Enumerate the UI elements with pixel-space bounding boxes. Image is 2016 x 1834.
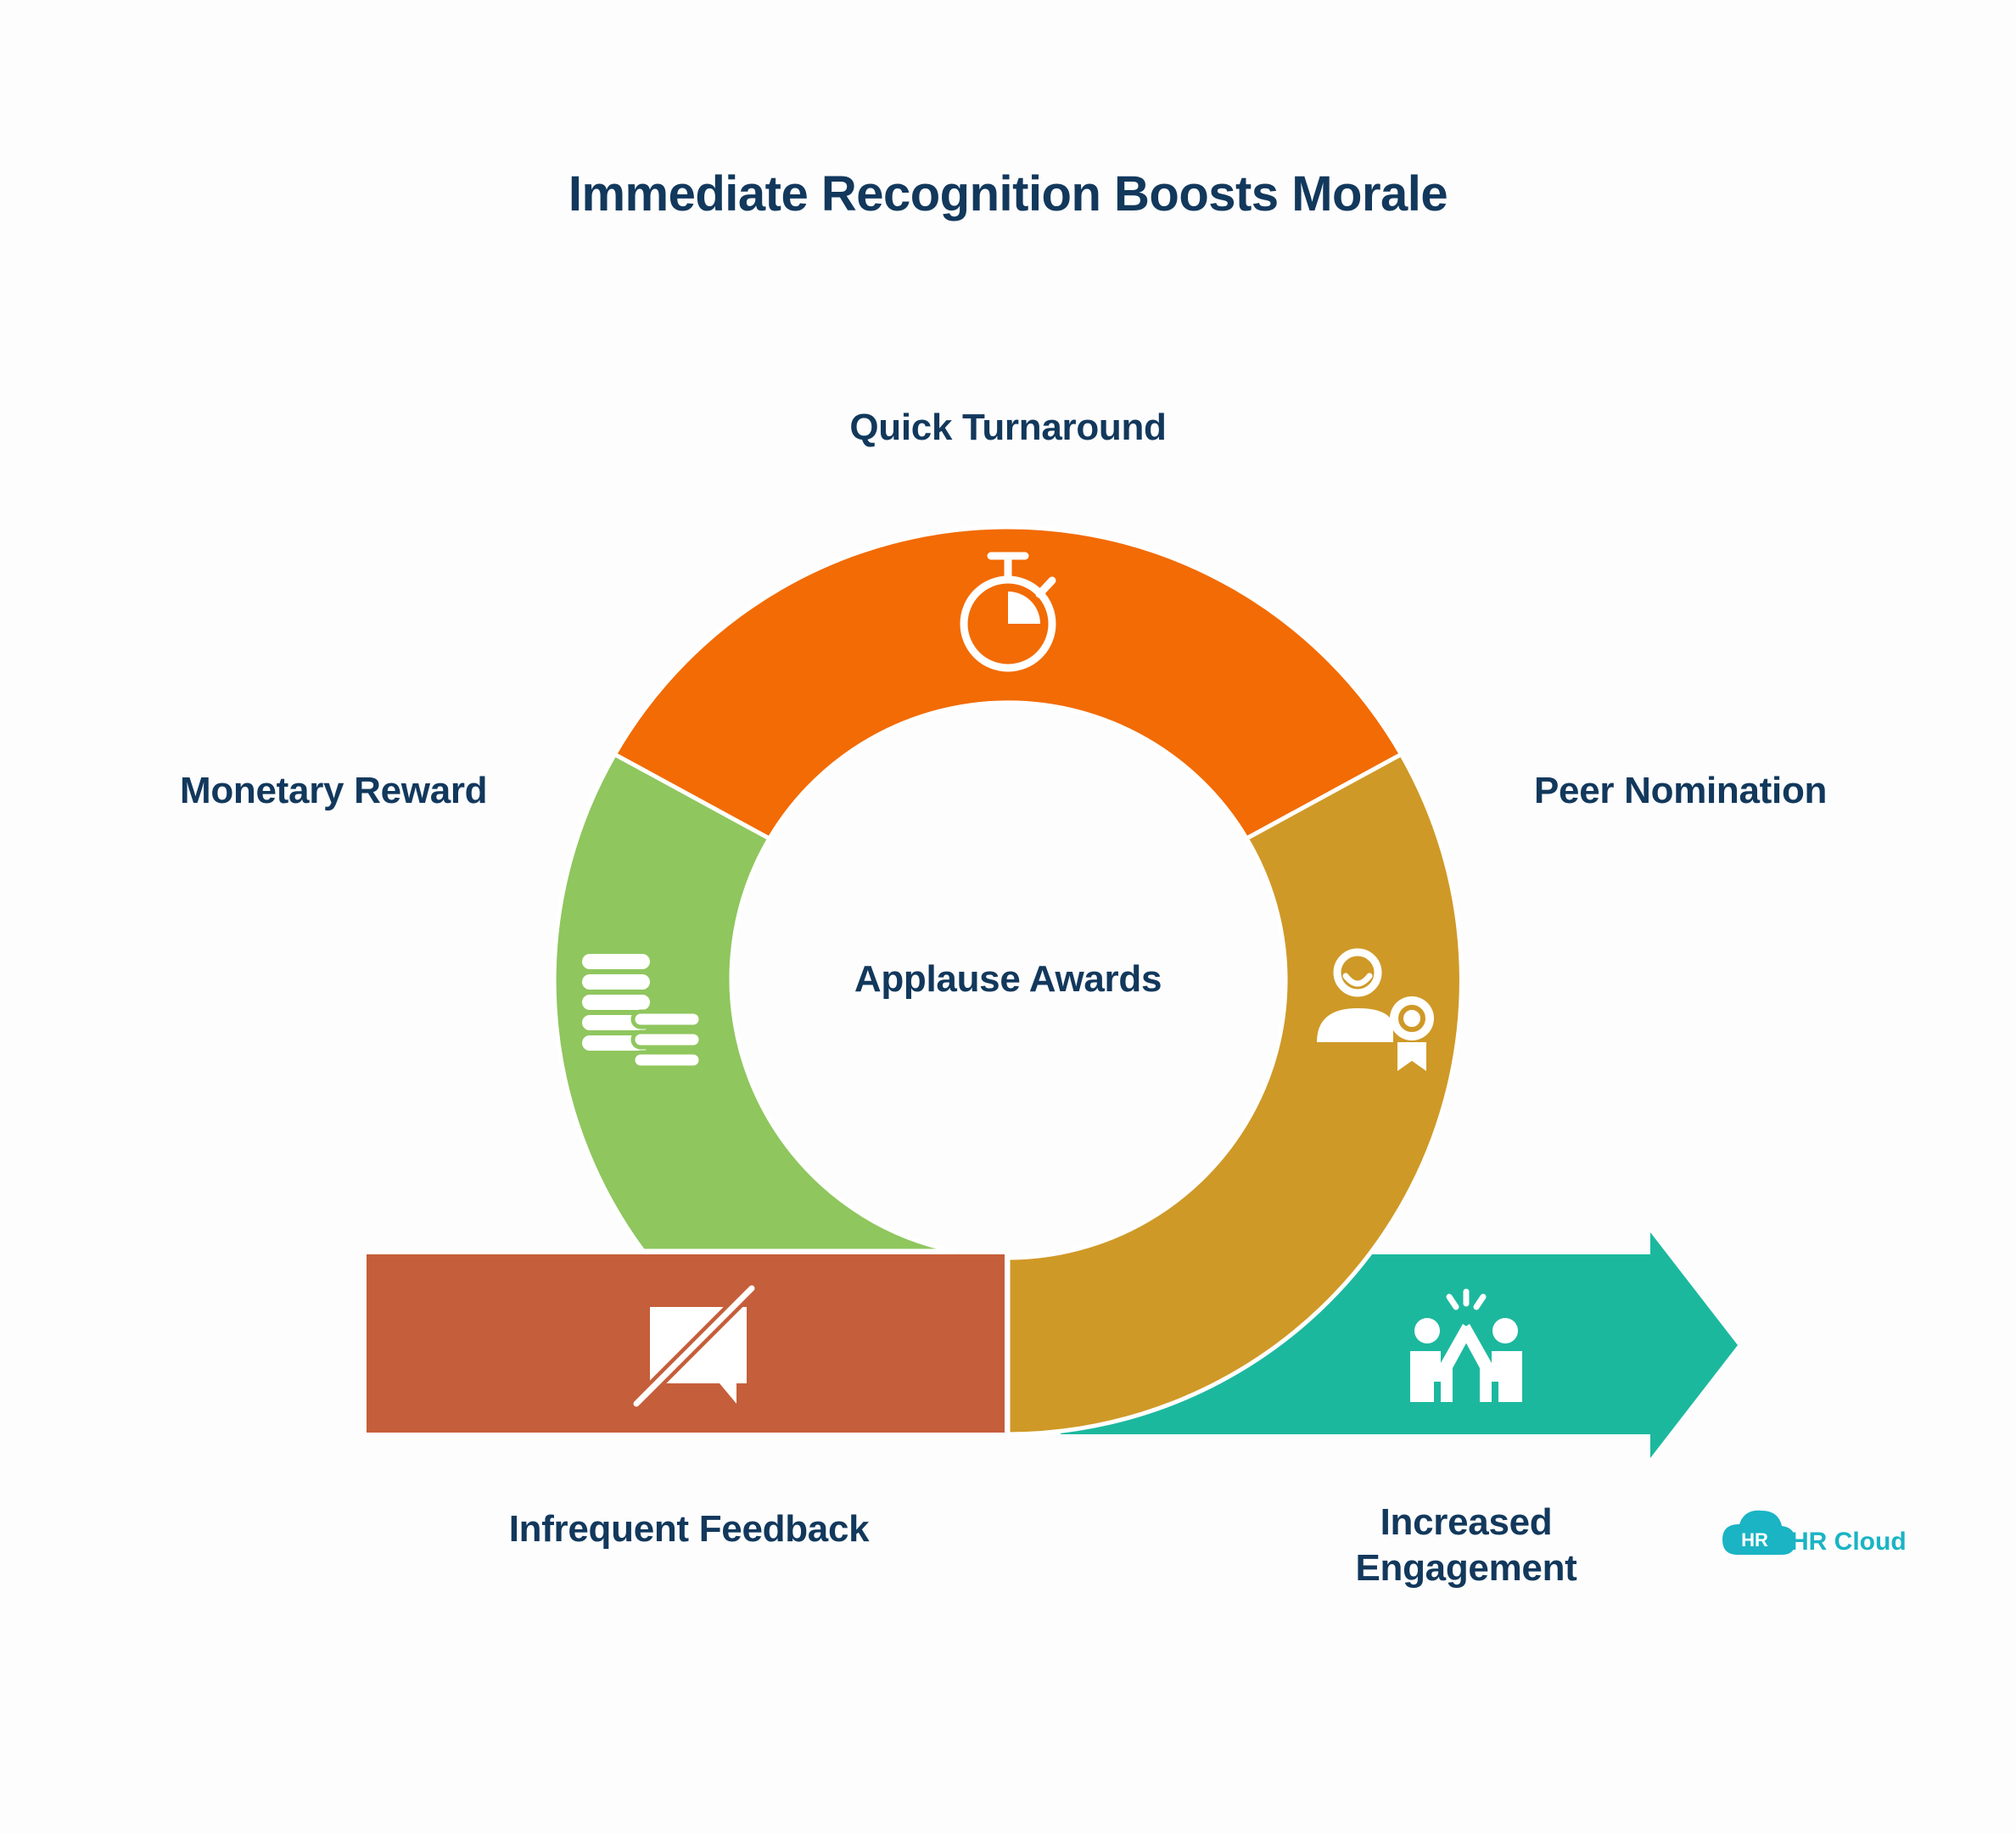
cloud-icon bbox=[1722, 1510, 1795, 1555]
peer-nomination-segment bbox=[1005, 752, 1464, 1437]
center-label: Applause Awards bbox=[854, 958, 1162, 1000]
infrequent-feedback-label: Infrequent Feedback bbox=[509, 1508, 870, 1550]
page-title: Immediate Recognition Boosts Morale bbox=[568, 166, 1448, 222]
increased-engagement-label-line1: Increased bbox=[1380, 1501, 1553, 1543]
person-award-icon bbox=[1317, 948, 1434, 1071]
monetary-reward-segment bbox=[552, 752, 957, 1254]
high-five-icon bbox=[1410, 1288, 1522, 1402]
quick-turnaround-segment bbox=[613, 524, 1403, 841]
logo-badge-text: HR bbox=[1741, 1529, 1768, 1551]
monetary-reward-label: Monetary Reward bbox=[180, 770, 487, 811]
muted-chat-icon bbox=[630, 1282, 759, 1411]
increased-engagement-label-line2: Engagement bbox=[1355, 1547, 1577, 1589]
quick-turnaround-label: Quick Turnaround bbox=[849, 407, 1166, 448]
hr-cloud-logo: HR HR Cloud bbox=[1722, 1510, 1907, 1556]
peer-nomination-label: Peer Nomination bbox=[1534, 770, 1827, 811]
stopwatch-icon bbox=[960, 552, 1056, 672]
logo-name: HR Cloud bbox=[1790, 1528, 1907, 1556]
coins-icon bbox=[582, 954, 703, 1070]
